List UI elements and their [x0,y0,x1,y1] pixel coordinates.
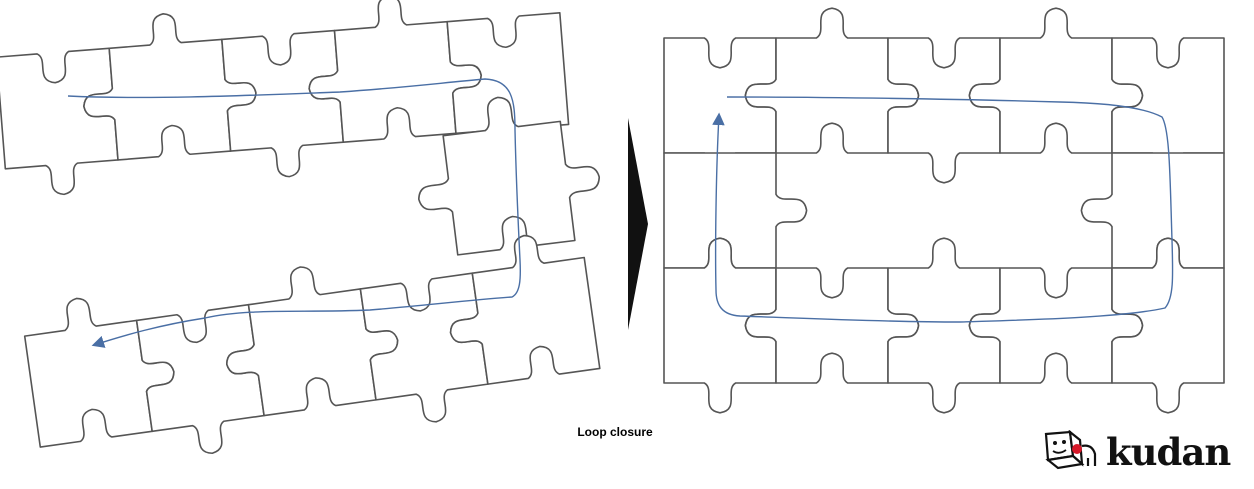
puzzle-piece [887,37,1001,184]
logo-wordmark: kudan [1106,430,1231,474]
drifted-map [0,0,601,455]
corrected-map [663,7,1225,414]
side-puzzle-strip [417,96,601,256]
transform-divider [628,118,648,330]
puzzle-piece [449,234,601,385]
puzzle-piece [663,152,808,269]
diagram-caption: Loop closure [577,425,653,439]
puzzle-piece [221,29,345,178]
bottom-puzzle-strip [23,234,601,455]
puzzle-piece [0,47,119,196]
corrected-trajectory [712,96,1174,323]
puzzle-piece [1080,152,1225,269]
puzzle-piece [1111,237,1225,414]
drifted-trajectory [67,78,521,348]
puzzle-piece [417,96,601,256]
top-puzzle-strip [0,0,570,196]
elephant-cube-icon [1044,430,1097,470]
kudan-logo: kudan [1040,430,1245,475]
